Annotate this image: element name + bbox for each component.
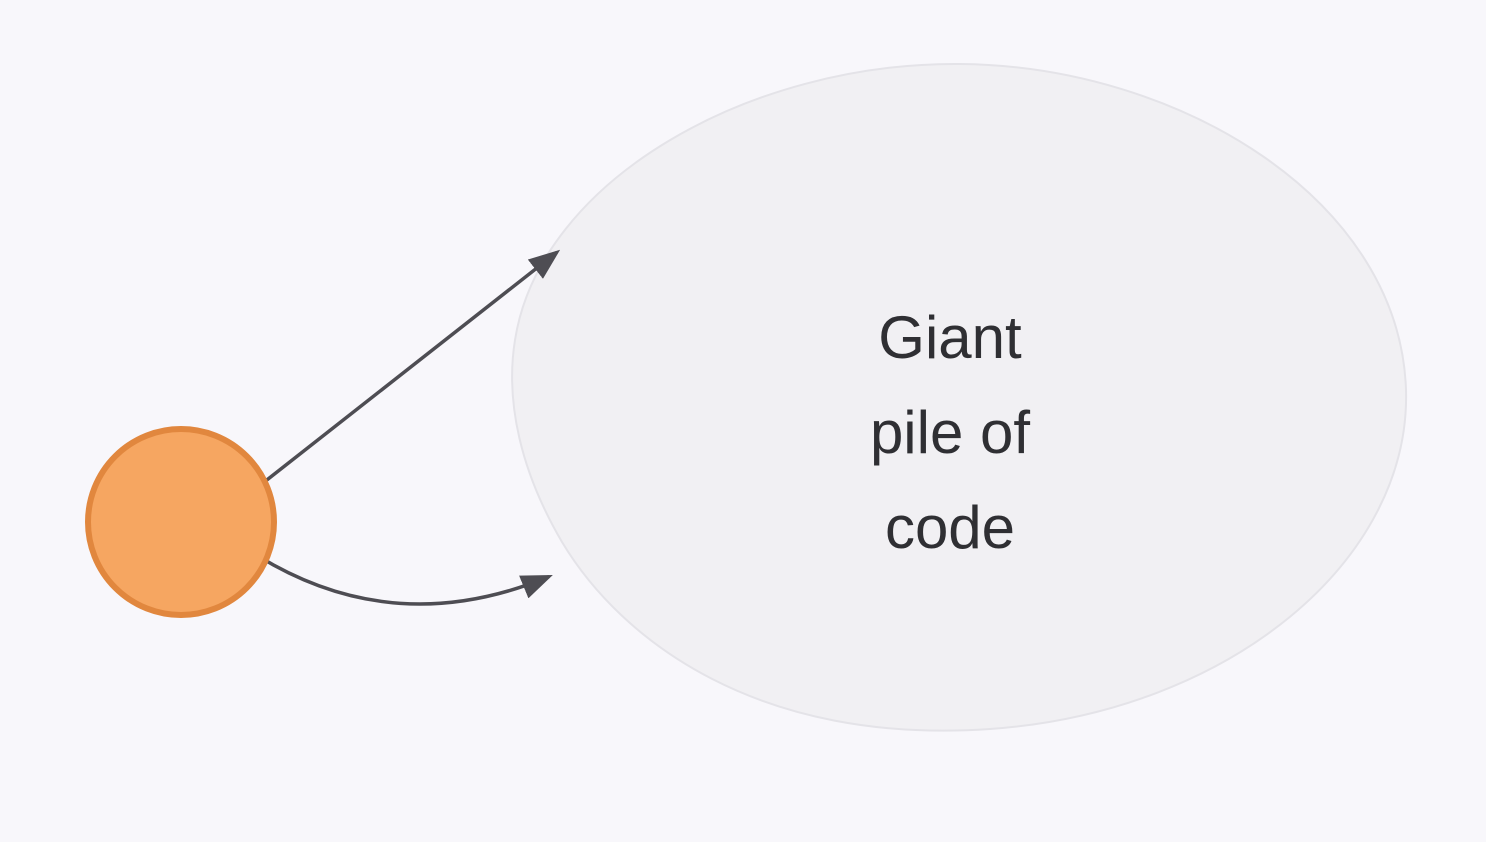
orange-node-circle (85, 426, 277, 618)
blob-label-line-2: pile of (870, 399, 1030, 466)
blob-label-line-3: code (885, 494, 1015, 561)
blob-label-line-1: Giant (878, 304, 1022, 371)
code-pile-blob (511, 62, 1408, 732)
arrow-to-pile-top (261, 249, 561, 485)
arrow-to-pile-bottom (256, 554, 553, 606)
